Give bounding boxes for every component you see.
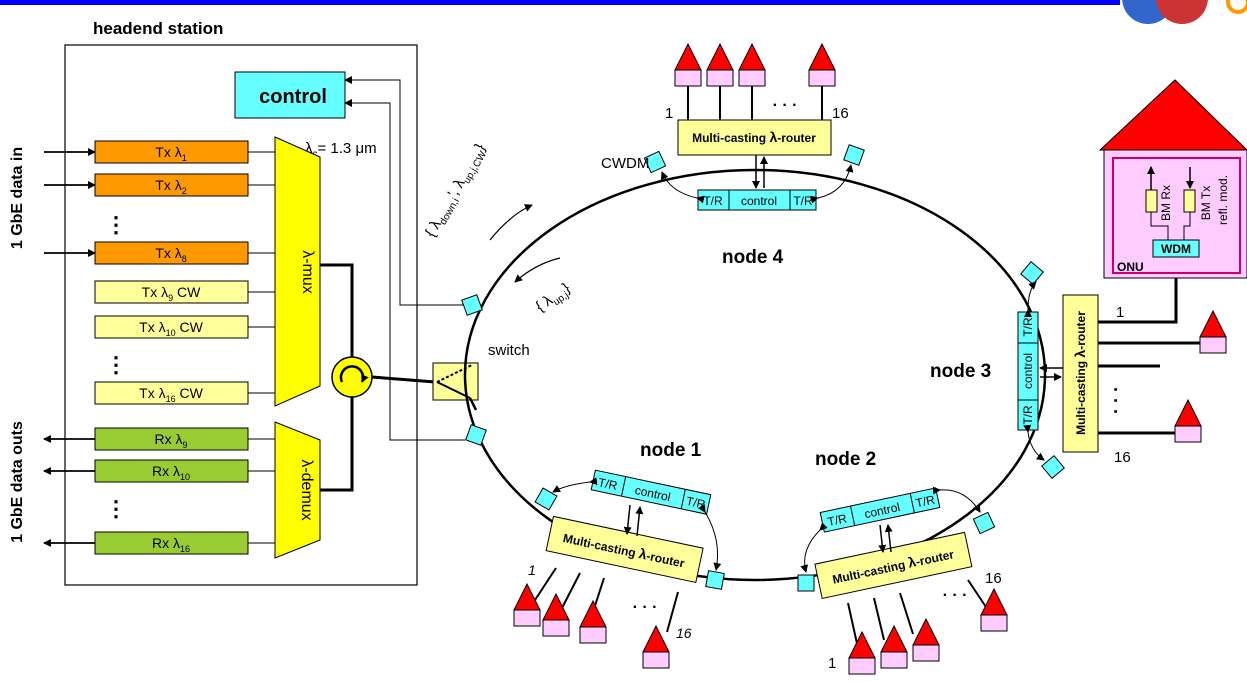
node1-port-first: 1 — [528, 562, 536, 578]
up-lambda-label: { λup,j} — [533, 280, 575, 318]
fiber-ring — [463, 168, 1047, 582]
onu-wdm — [1152, 239, 1200, 258]
switch-label: switch — [488, 342, 530, 359]
node-2-label: node 2 — [815, 449, 876, 470]
circulator — [331, 356, 373, 398]
node-1: Multi-casting λ-router T/R control T/R 1… — [513, 469, 722, 669]
label-data-in: 1 GbE data in — [9, 147, 26, 249]
tx-box-10: Tx λ10 CW — [94, 315, 249, 339]
headend-control-label: control — [259, 86, 327, 108]
lambda-demux — [274, 421, 321, 559]
lambda-demux-label: λ-demux — [298, 459, 315, 520]
node-2: Multi-casting λ-router T/R control T/R 1… — [800, 486, 1008, 675]
svg-text:BM Tx: BM Tx — [1199, 186, 1213, 220]
node3-router — [1062, 294, 1099, 453]
node4-router-label: Multi-casting λ-router — [692, 129, 816, 145]
down-lambda-label: { λdown,i', λup,j,CW} — [422, 141, 492, 242]
node1-ellipsis: · · · — [633, 599, 658, 616]
mux-to-circulator — [320, 263, 354, 358]
node-4-label: node 4 — [722, 247, 784, 268]
node-1-label: node 1 — [640, 440, 702, 461]
headend-title: headend station — [93, 19, 223, 38]
tx-ellipsis-2: ⋮ — [105, 352, 127, 377]
logo — [1122, 0, 1247, 24]
node-3: Multi-casting λ-router T/R control T/R 1… — [1017, 278, 1227, 466]
circulator-arrow-icon — [339, 365, 369, 383]
tx-box-8: Tx λ8 — [94, 241, 249, 265]
lambda-mux-label: λ-mux — [299, 250, 316, 294]
svg-text:T/R: T/R — [826, 511, 848, 529]
rx-box-16: Rx λ16 — [94, 531, 249, 555]
node3-port-last: 16 — [1114, 449, 1131, 466]
onu: ONU WDM BM Rx BM Tx refl. mod. — [1098, 79, 1247, 279]
tx-box-9: Tx λ9 CW — [94, 280, 249, 304]
svg-text:refl. mod.: refl. mod. — [1216, 175, 1230, 225]
svg-text:T/R: T/R — [597, 475, 619, 493]
svg-text:Rx λ9: Rx λ9 — [154, 431, 187, 450]
svg-text:control: control — [1021, 353, 1035, 389]
node4-port-first: 1 — [665, 105, 673, 122]
tx-box-2: Tx λ2 — [94, 173, 249, 197]
node2-port-first: 1 — [828, 655, 836, 672]
headend-frame — [64, 44, 418, 586]
svg-text:T/R: T/R — [1021, 405, 1035, 425]
svg-text:Tx λ10 CW: Tx λ10 CW — [139, 319, 203, 338]
down-direction-arrow — [489, 204, 533, 241]
node1-port-last: 16 — [676, 625, 692, 641]
circulator-to-demux — [320, 396, 354, 492]
node4-router — [677, 119, 832, 156]
title-bar — [0, 0, 1120, 5]
tx-box-16: Tx λ16 CW — [94, 381, 249, 405]
node3-ellipsis: · · · — [1106, 386, 1126, 414]
switch-arm — [436, 381, 471, 399]
cwdm-label: CWDM — [601, 155, 649, 172]
svg-text:T/R: T/R — [703, 194, 723, 208]
control-line-2 — [344, 99, 465, 441]
node2-ellipsis: · · · — [943, 587, 968, 604]
svg-text:Tx λ16 CW: Tx λ16 CW — [139, 385, 203, 404]
lambda-mux — [274, 136, 321, 407]
tx-ellipsis-1: ⋮ — [105, 212, 127, 237]
switch-ring-link — [468, 397, 478, 411]
svg-text:WDM: WDM — [1161, 242, 1191, 256]
node-4: · · · 1 16 Multi-casting λ-router T/R co… — [660, 43, 854, 211]
switch-box — [432, 362, 479, 401]
node-3-label: node 3 — [930, 361, 991, 382]
node2-router — [814, 531, 973, 600]
node4-ellipsis: · · · — [773, 97, 798, 114]
node2-port-last: 16 — [985, 570, 1002, 587]
rx-box-9: Rx λ9 — [94, 427, 249, 451]
control-line-1 — [344, 76, 465, 306]
node3-router-label: Multi-casting λ-router — [1072, 311, 1088, 435]
node3-port-first: 1 — [1116, 304, 1124, 321]
svg-text:Tx λ9 CW: Tx λ9 CW — [142, 284, 201, 303]
svg-text:control: control — [741, 194, 777, 208]
svg-text:Tx λ2: Tx λ2 — [155, 177, 186, 196]
rx-box-10: Rx λ10 — [94, 459, 249, 483]
svg-text:BM Rx: BM Rx — [1159, 185, 1173, 221]
svg-text:Tx λ1: Tx λ1 — [155, 144, 186, 163]
svg-text:T/R: T/R — [914, 492, 936, 510]
headend-control-box — [234, 71, 346, 119]
svg-text:Rx λ16: Rx λ16 — [152, 535, 190, 554]
svg-text:T/R: T/R — [793, 194, 813, 208]
up-direction-arrow — [514, 257, 561, 283]
circulator-to-switch — [371, 375, 436, 384]
onu-label: ONU — [1117, 260, 1144, 274]
node4-port-last: 16 — [832, 105, 849, 122]
tx-box-1: Tx λ1 — [94, 140, 249, 164]
label-data-outs: 1 GbE data outs — [9, 421, 26, 543]
svg-text:Tx λ8: Tx λ8 — [155, 245, 186, 264]
svg-text:Rx λ10: Rx λ10 — [152, 463, 190, 482]
tx-mux-links — [248, 151, 275, 544]
svg-text:T/R: T/R — [1021, 317, 1035, 337]
rx-ellipsis: ⋮ — [105, 496, 127, 521]
